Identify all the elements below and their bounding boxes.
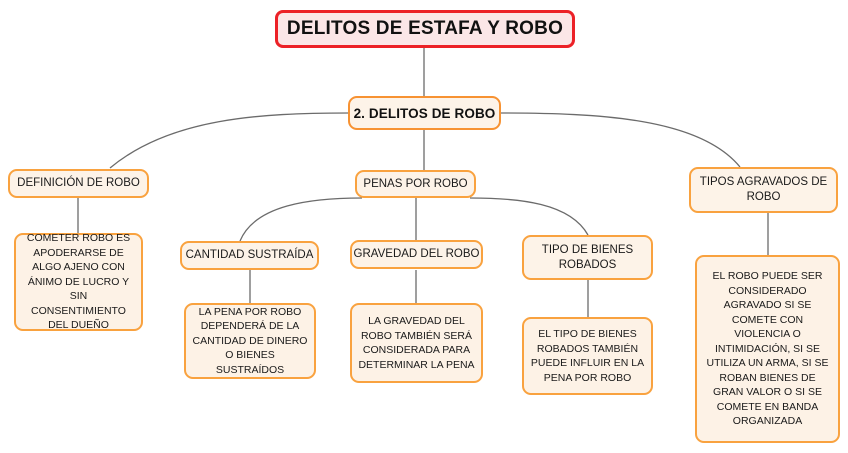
node-definicion-de-robo[interactable]: DEFINICIÓN DE ROBO [8, 169, 149, 198]
node-tipo-de-bienes-robados-detail-text: EL TIPO DE BIENES ROBADOS TAMBIÉN PUEDE … [530, 328, 645, 384]
connector-l1-to-tipos [499, 112, 741, 168]
node-gravedad-del-robo[interactable]: GRAVEDAD DEL ROBO [350, 240, 483, 269]
node-tipos-agravados-de-robo-label: TIPOS AGRAVADOS DE ROBO [699, 176, 828, 203]
node-gravedad-del-robo-detail-text: LA GRAVEDAD DEL ROBO TAMBIÉN SERÁ CONSID… [358, 315, 475, 371]
connector-l1-to-definicion [109, 112, 350, 169]
root-node-label: DELITOS DE ESTAFA Y ROBO [286, 18, 564, 39]
connector-penas-to-cantidad [239, 197, 363, 242]
node-definicion-de-robo-label: DEFINICIÓN DE ROBO [17, 177, 140, 189]
node-cantidad-sustraida-detail[interactable]: LA PENA POR ROBO DEPENDERÁ DE LA CANTIDA… [184, 303, 316, 379]
node-cantidad-sustraida-label: CANTIDAD SUSTRAÍDA [185, 249, 314, 261]
node-definicion-de-robo-detail-text: COMETER ROBO ES APODERARSE DE ALGO AJENO… [26, 232, 131, 332]
node-cantidad-sustraida-detail-text: LA PENA POR ROBO DEPENDERÁ DE LA CANTIDA… [192, 305, 308, 376]
node-gravedad-del-robo-label: GRAVEDAD DEL ROBO [353, 248, 480, 260]
node-tipos-agravados-de-robo[interactable]: TIPOS AGRAVADOS DE ROBO [689, 167, 838, 213]
node-tipo-de-bienes-robados-label: TIPO DE BIENES ROBADOS [541, 243, 634, 271]
node-tipo-de-bienes-robados[interactable]: TIPO DE BIENES ROBADOS [522, 235, 653, 280]
root-node[interactable]: DELITOS DE ESTAFA Y ROBO [275, 10, 575, 48]
level1-node-delitos-de-robo[interactable]: 2. DELITOS DE ROBO [348, 96, 501, 130]
node-gravedad-del-robo-detail[interactable]: LA GRAVEDAD DEL ROBO TAMBIÉN SERÁ CONSID… [350, 303, 483, 383]
node-tipos-agravados-de-robo-detail[interactable]: EL ROBO PUEDE SER CONSIDERADO AGRAVADO S… [695, 255, 840, 443]
connector-penas-to-tipobienes [469, 197, 589, 236]
node-penas-por-robo[interactable]: PENAS POR ROBO [355, 170, 476, 198]
level1-node-label: 2. DELITOS DE ROBO [353, 105, 496, 121]
node-definicion-de-robo-detail[interactable]: COMETER ROBO ES APODERARSE DE ALGO AJENO… [14, 232, 143, 332]
node-cantidad-sustraida[interactable]: CANTIDAD SUSTRAÍDA [180, 241, 319, 270]
node-penas-por-robo-label: PENAS POR ROBO [363, 177, 468, 190]
node-tipo-de-bienes-robados-detail[interactable]: EL TIPO DE BIENES ROBADOS TAMBIÉN PUEDE … [522, 317, 653, 395]
node-tipos-agravados-de-robo-detail-text: EL ROBO PUEDE SER CONSIDERADO AGRAVADO S… [706, 270, 829, 428]
